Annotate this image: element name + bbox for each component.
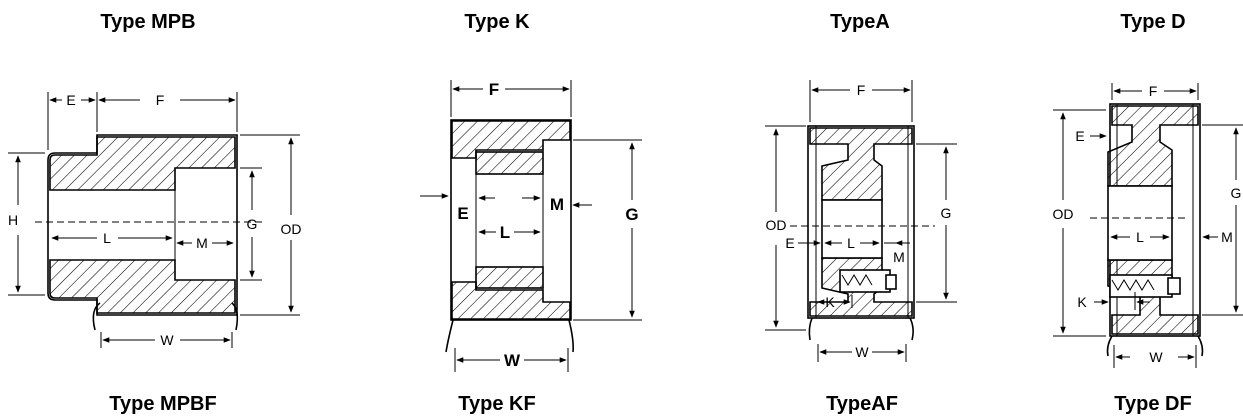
title-type-df: Type DF bbox=[1114, 393, 1191, 415]
mpb-label-m: M bbox=[196, 235, 208, 251]
k-label-f: F bbox=[489, 80, 499, 99]
drawing-type-a: F OD E L M G K W bbox=[765, 80, 957, 362]
a-label-m: M bbox=[893, 249, 905, 265]
d-label-g: G bbox=[1231, 185, 1242, 201]
mpb-label-g: G bbox=[247, 216, 258, 232]
k-label-m: M bbox=[550, 195, 564, 214]
mpb-label-f: F bbox=[156, 92, 165, 108]
a-label-od: OD bbox=[766, 217, 787, 233]
d-label-l: L bbox=[1136, 229, 1144, 245]
d-label-e: E bbox=[1075, 128, 1084, 144]
drawing-type-d: F E OD G L M K W bbox=[1053, 83, 1243, 368]
drawing-type-k: F E L M G W bbox=[420, 80, 642, 372]
a-label-f: F bbox=[857, 82, 866, 98]
title-type-mpb: Type MPB bbox=[100, 11, 195, 33]
k-label-l: L bbox=[500, 223, 510, 242]
title-type-a: TypeA bbox=[830, 11, 890, 33]
title-type-d: Type D bbox=[1120, 11, 1185, 33]
a-label-e: E bbox=[785, 235, 794, 251]
mpb-label-e: E bbox=[66, 92, 75, 108]
d-label-m: M bbox=[1221, 229, 1233, 245]
title-type-mpbf: Type MPBF bbox=[109, 393, 216, 415]
a-label-k: K bbox=[825, 294, 835, 310]
a-label-w: W bbox=[855, 344, 869, 360]
mpb-label-w: W bbox=[160, 332, 174, 348]
drawing-type-mpb: E F H L M G OD W bbox=[8, 92, 302, 348]
a-label-l: L bbox=[847, 235, 855, 251]
mpb-label-h: H bbox=[8, 212, 18, 228]
d-label-k: K bbox=[1077, 294, 1087, 310]
mpb-label-od: OD bbox=[281, 221, 302, 237]
k-label-w: W bbox=[504, 351, 521, 370]
k-label-g: G bbox=[625, 205, 638, 224]
title-type-k: Type K bbox=[464, 11, 530, 33]
k-label-e: E bbox=[457, 204, 468, 223]
d-label-f: F bbox=[1149, 83, 1158, 99]
d-label-w: W bbox=[1149, 349, 1163, 365]
title-type-kf: Type KF bbox=[458, 393, 535, 415]
d-label-od: OD bbox=[1053, 206, 1074, 222]
title-type-af: TypeAF bbox=[826, 393, 898, 415]
a-label-g: G bbox=[941, 205, 952, 221]
mpb-label-l: L bbox=[103, 230, 111, 246]
